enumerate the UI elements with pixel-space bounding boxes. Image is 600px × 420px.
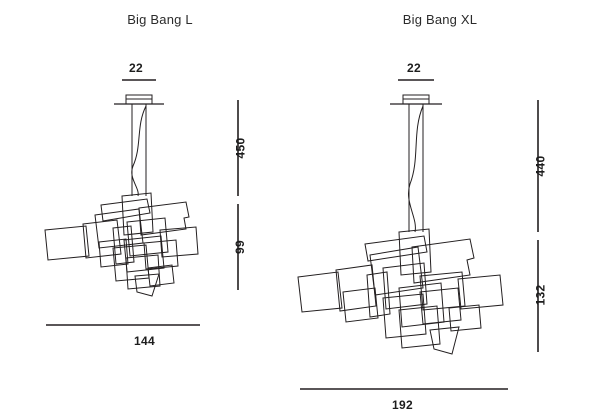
plate-xl-15 [448, 304, 482, 332]
figure-title-big-bang-xl: Big Bang XL [402, 12, 478, 27]
dimension-label-canopy-width-xl: 22 [407, 61, 421, 75]
dimension-label-body-height-l: 99 [232, 240, 247, 254]
body-core-xl [398, 228, 432, 276]
dimension-label-body-width-l: 144 [134, 334, 155, 348]
plate-l-8 [159, 226, 199, 258]
plate-l-11 [143, 239, 179, 270]
body-core-l [121, 192, 154, 236]
figure-big-bang-xl [297, 79, 539, 390]
plate-l-4 [44, 225, 90, 261]
dimension-label-body-width-xl: 192 [392, 398, 413, 412]
power-cord-l [131, 105, 147, 197]
plate-l-3 [94, 208, 144, 249]
plate-l-12 [125, 254, 161, 290]
plate-xl-6 [366, 271, 391, 318]
plate-xl-1 [364, 235, 428, 262]
plate-xl-11 [382, 293, 427, 339]
power-cord-xl [408, 105, 424, 233]
plate-xl-16 [429, 326, 460, 355]
plate-xl-4 [297, 271, 343, 313]
plate-xl-7 [382, 262, 428, 310]
plate-l-14 [147, 264, 175, 287]
dimension-label-total-drop-l: 450 [233, 137, 248, 159]
plate-l-2 [138, 201, 190, 236]
plate-l-13 [98, 238, 129, 268]
plate-l-7 [126, 217, 169, 257]
figure-title-big-bang-l: Big Bang L [127, 12, 193, 27]
plate-l-6 [112, 225, 135, 265]
figure-big-bang-l [44, 79, 239, 326]
plate-xl-2 [411, 238, 475, 284]
dimension-label-total-drop-xl: 440 [533, 155, 548, 177]
plate-xl-14 [342, 287, 379, 323]
dimension-label-body-height-xl: 132 [533, 284, 548, 306]
plate-xl-12 [419, 287, 462, 325]
plate-xl-5 [335, 264, 377, 312]
plate-xl-9 [457, 274, 504, 310]
plate-l-15 [134, 273, 160, 297]
plate-l-1 [100, 198, 151, 222]
plate-xl-13 [398, 305, 441, 349]
dimension-label-canopy-width-l: 22 [129, 61, 143, 75]
plate-l-5 [82, 219, 122, 259]
